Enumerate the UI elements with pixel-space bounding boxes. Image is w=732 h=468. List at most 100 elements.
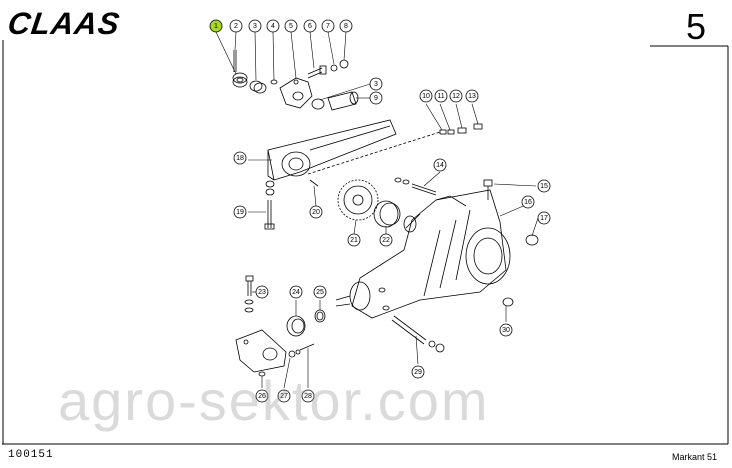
callout-19: 19 [233,205,247,219]
part-arm [267,119,397,181]
callout-label: 29 [414,369,422,376]
callout-circle [321,19,335,33]
callout-22: 22 [379,233,393,247]
callout-circle [277,389,291,403]
part-bolt-23 [244,275,254,313]
part-plug-30 [502,297,514,307]
callout-circle [248,19,262,33]
callout-7: 7 [321,19,335,33]
callout-3: 3 [369,77,383,91]
part-chain [307,131,441,175]
part-nut-8 [339,59,349,69]
callout-circle [433,158,447,172]
callout-21: 21 [347,233,361,247]
callout-circle [419,89,433,103]
part-bushing-1 [232,72,248,88]
callout-5: 5 [284,19,298,33]
callout-label: 5 [289,23,293,30]
callout-2: 2 [229,19,243,33]
callout-10: 10 [419,89,433,103]
callout-label: 20 [312,209,320,216]
callout-circle [303,19,317,33]
callout-circle [309,205,323,219]
callout-label: 7 [326,23,330,30]
callout-label: 12 [452,93,460,100]
part-arm-washer [265,180,275,196]
callout-label: 21 [350,237,358,244]
callout-label: 9 [374,95,378,102]
part-bolt-14 [394,177,437,196]
callout-18: 18 [233,151,247,165]
callout-label: 17 [540,215,548,222]
part-gearbox-housing [351,189,511,319]
callout-label: 28 [304,393,312,400]
callout-8: 8 [339,19,353,33]
part-plug-17 [525,234,539,246]
part-bracket [279,77,313,109]
part-bolt-15 [483,179,493,200]
callout-label: 15 [540,183,548,190]
callout-28: 28 [301,389,315,403]
part-bearing-24 [286,315,306,337]
callout-circle [313,285,327,299]
part-bolt-19 [264,200,275,230]
callout-label: 3 [374,81,378,88]
part-small-pin [270,79,278,85]
callout-20: 20 [309,205,323,219]
callout-circle [266,19,280,33]
part-bolt-6 [307,65,327,79]
callout-circle [255,389,269,403]
callout-circle [449,89,463,103]
leader-lines [215,31,539,389]
callout-30: 30 [499,323,513,337]
callout-circle [521,195,535,209]
callout-label: 25 [316,289,324,296]
part-bushing-3 [249,80,267,94]
part-pin [233,50,237,72]
callout-circle [255,285,269,299]
callout-label: 22 [382,237,390,244]
callout-circle [233,151,247,165]
callout-label: 23 [258,289,266,296]
callout-label: 8 [344,23,348,30]
callout-circle [434,89,448,103]
callout-6: 6 [303,19,317,33]
callout-17: 17 [537,211,551,225]
callout-circle [209,19,223,33]
callout-14: 14 [433,158,447,172]
part-seal-25 [314,309,326,323]
callout-12: 12 [449,89,463,103]
part-washer-7 [330,64,338,72]
callout-label: 19 [236,209,244,216]
callout-label: 3 [253,23,257,30]
callout-label: 14 [436,162,444,169]
callout-label: 1 [214,23,218,30]
callout-11: 11 [434,89,448,103]
callout-29: 29 [411,365,425,379]
page-number: 5 [686,6,707,47]
callout-circle [347,233,361,247]
callout-label: 11 [437,93,444,100]
callout-circle [339,19,353,33]
callout-16: 16 [521,195,535,209]
callout-15: 15 [537,179,551,193]
part-output-flange [335,281,390,311]
callout-26: 26 [255,389,269,403]
callout-label: 13 [468,93,476,100]
part-chain-links [439,123,483,135]
callout-circle [284,19,298,33]
callout-circle [537,179,551,193]
callout-label: 24 [292,289,300,296]
document-code: 100151 [8,449,54,461]
callout-label: 18 [236,155,244,162]
callout-circle [301,389,315,403]
callout-label: 27 [280,393,288,400]
part-bearing-22 [373,200,401,228]
callout-label: 6 [308,23,312,30]
callout-circle [499,323,513,337]
callout-label: 2 [234,23,238,30]
callout-circle [229,19,243,33]
